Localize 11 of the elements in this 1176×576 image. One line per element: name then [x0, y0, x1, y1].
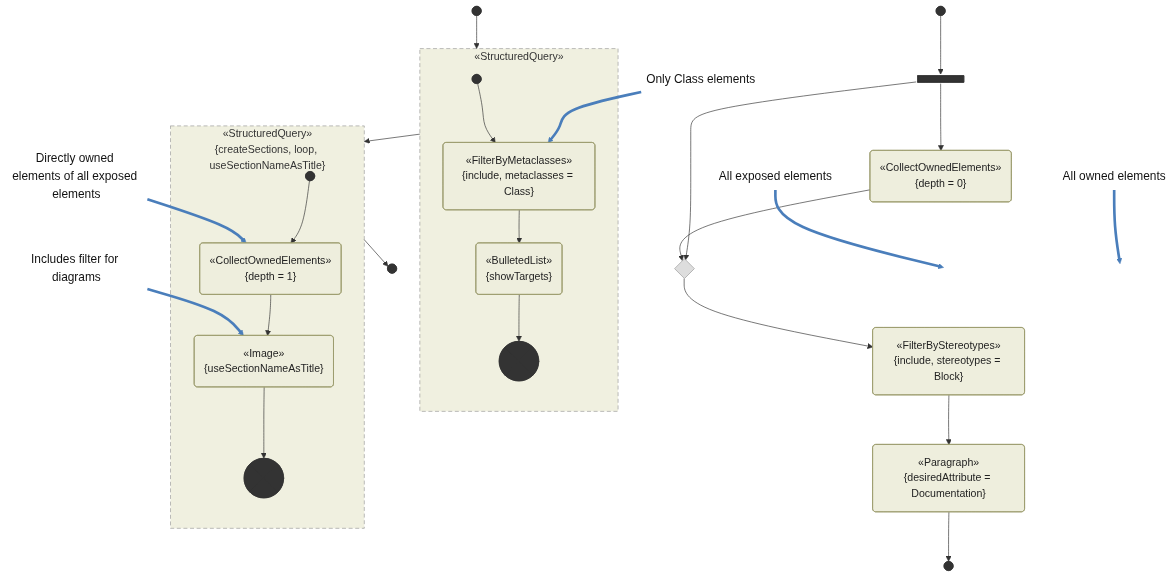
- arrow: [774, 189, 944, 269]
- arrow: [1112, 189, 1123, 264]
- node-text: Directly owned elements of all exposed elements: [12, 150, 138, 200]
- node-diamond: [674, 257, 695, 279]
- node-text: All owned elements: [1062, 168, 1166, 182]
- arrow: [547, 90, 642, 143]
- arrow: [147, 287, 244, 336]
- node-text: All exposed elements: [718, 168, 832, 182]
- arrow: [146, 197, 247, 243]
- node-text: Includes filter for diagrams: [31, 252, 119, 284]
- node-text: Only Class elements: [646, 71, 756, 85]
